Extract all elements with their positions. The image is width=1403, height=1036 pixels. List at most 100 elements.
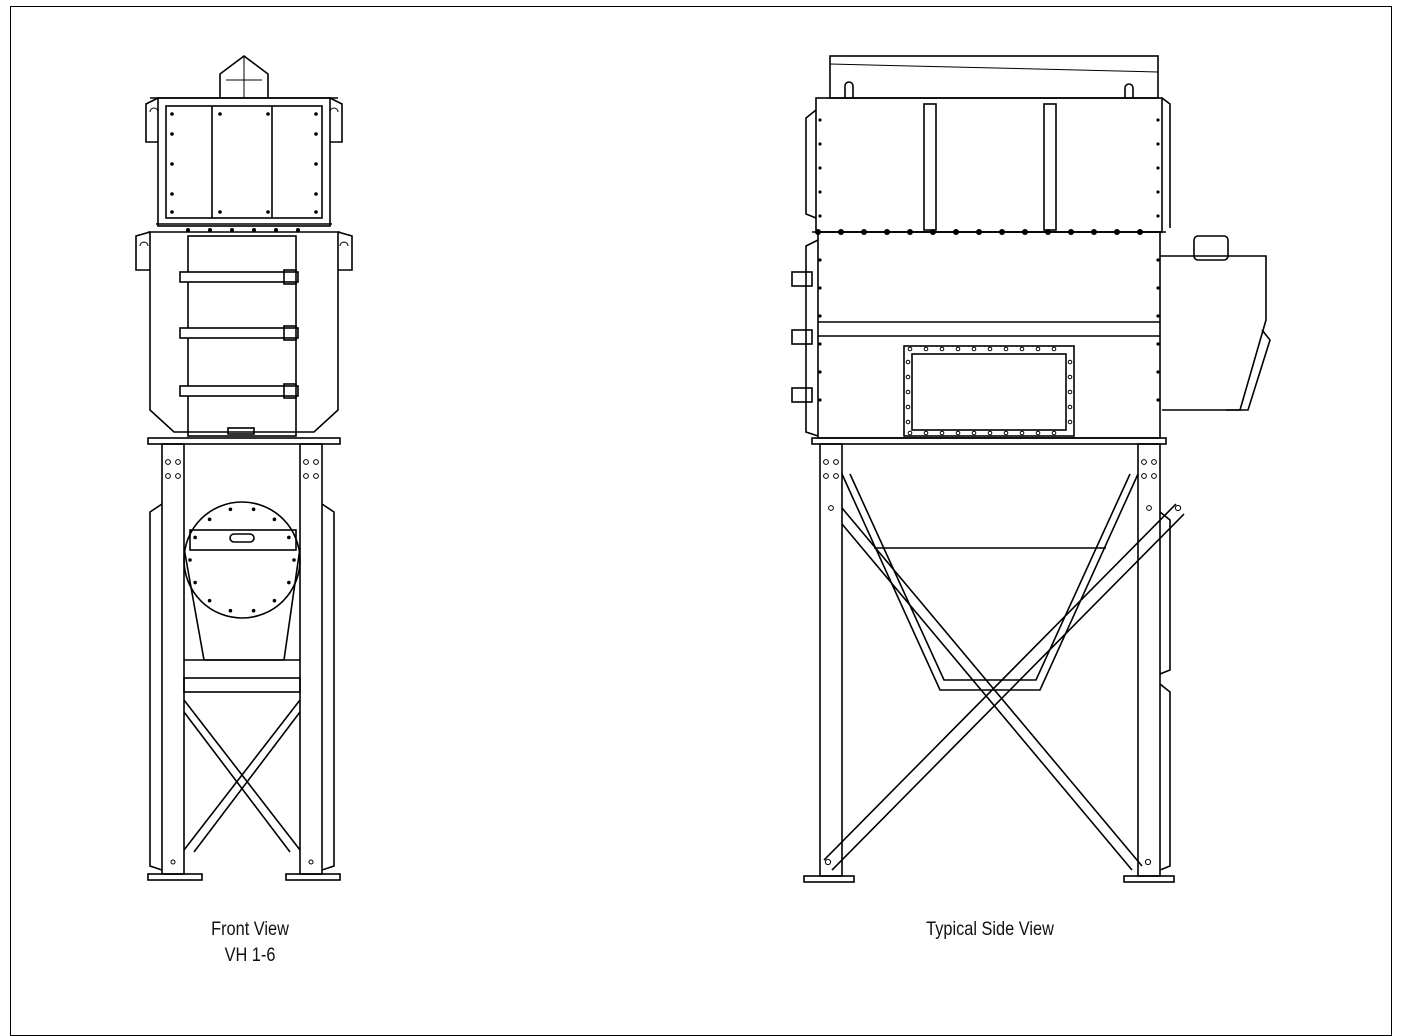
- rivet-dot: [1045, 229, 1051, 235]
- rivet-dot: [1156, 398, 1160, 402]
- rivet-dot: [1067, 374, 1073, 380]
- rivet-dot: [907, 430, 913, 436]
- rivet-dot: [287, 580, 291, 585]
- rivet-dot: [833, 459, 839, 465]
- rivet-dot: [296, 228, 300, 232]
- rivet-dot: [207, 517, 212, 522]
- rivet-dot: [252, 228, 256, 232]
- rivet-dot: [818, 286, 822, 290]
- rivet-dot: [824, 858, 832, 866]
- rivet-dot: [939, 430, 945, 436]
- side-roof: [829, 55, 1159, 99]
- front-view-caption-line1: Front View: [211, 919, 289, 940]
- rivet-dot: [218, 210, 222, 214]
- rivet-dot: [170, 162, 174, 166]
- rivet-dot: [1174, 504, 1182, 512]
- rivet-dot: [955, 346, 961, 352]
- rivet-dot: [1156, 314, 1160, 318]
- front-inlet-door: [183, 501, 301, 693]
- rivet-dot: [208, 228, 212, 232]
- rivet-dot: [314, 112, 318, 116]
- rivet-dot: [313, 459, 319, 465]
- rivet-dot: [905, 419, 911, 425]
- rivet-dot: [971, 346, 977, 352]
- rivet-dot: [274, 228, 278, 232]
- rivet-dot: [175, 473, 181, 479]
- rivet-dot: [1067, 419, 1073, 425]
- front-view-caption: Front View VH 1-6: [147, 917, 353, 969]
- front-view-caption-line2: VH 1-6: [224, 945, 276, 966]
- rivet-dot: [1151, 459, 1157, 465]
- rivet-dot: [923, 430, 929, 436]
- rivet-dot: [251, 507, 256, 512]
- rivet-dot: [1022, 229, 1028, 235]
- rivet-dot: [1156, 118, 1160, 122]
- rivet-dot: [955, 430, 961, 436]
- rivet-dot: [907, 229, 913, 235]
- rivet-dot: [1144, 858, 1152, 866]
- rivet-dot: [170, 210, 174, 214]
- front-cross-bracing: [183, 699, 301, 853]
- rivet-dot: [987, 346, 993, 352]
- rivet-dot: [976, 229, 982, 235]
- rivet-dot: [1035, 430, 1041, 436]
- rivet-dot: [287, 535, 291, 540]
- rivet-dot: [818, 142, 822, 146]
- rivet-dot: [905, 359, 911, 365]
- rivet-dot: [987, 430, 993, 436]
- rivet-dot: [170, 859, 176, 865]
- rivet-dot: [170, 112, 174, 116]
- side-view-caption: Typical Side View: [887, 917, 1093, 943]
- rivet-dot: [1156, 342, 1160, 346]
- rivet-dot: [953, 229, 959, 235]
- rivet-dot: [1156, 286, 1160, 290]
- rivet-dot: [193, 580, 197, 585]
- side-view-caption-line: Typical Side View: [926, 919, 1054, 940]
- rivet-dot: [818, 118, 822, 122]
- rivet-dot: [1137, 229, 1143, 235]
- rivet-dot: [1141, 473, 1147, 479]
- rivet-dot: [303, 459, 309, 465]
- rivet-dot: [314, 162, 318, 166]
- rivet-dot: [1156, 142, 1160, 146]
- rivet-dot: [905, 389, 911, 395]
- rivet-dot: [266, 210, 270, 214]
- rivet-dot: [1067, 404, 1073, 410]
- front-upper-housing: [145, 97, 343, 227]
- rivet-dot: [228, 507, 233, 512]
- rivet-dot: [818, 314, 822, 318]
- front-view-drawing: [135, 55, 353, 881]
- rivet-dot: [218, 112, 222, 116]
- rivet-dot: [939, 346, 945, 352]
- rivet-dot: [828, 505, 834, 511]
- rivet-dot: [818, 370, 822, 374]
- rivet-dot: [314, 132, 318, 136]
- rivet-dot: [1156, 214, 1160, 218]
- rivet-dot: [1156, 190, 1160, 194]
- side-legs: [803, 443, 1175, 883]
- rivet-dot: [818, 166, 822, 170]
- rivet-dot: [266, 112, 270, 116]
- rivet-dot: [923, 346, 929, 352]
- rivet-dot: [228, 608, 233, 613]
- rivet-dot: [207, 598, 212, 603]
- side-cross-bracing: [823, 503, 1185, 871]
- side-lower-housing: [791, 231, 1161, 439]
- rivet-dot: [292, 558, 296, 562]
- rivet-dot: [1114, 229, 1120, 235]
- rivet-dot: [1035, 346, 1041, 352]
- rivet-dot: [818, 214, 822, 218]
- rivet-dot: [314, 192, 318, 196]
- front-middle-housing: [149, 232, 339, 437]
- side-hopper: [841, 473, 1139, 691]
- rivet-dot: [815, 229, 821, 235]
- front-base-plate: [147, 437, 341, 445]
- rivet-dot: [823, 459, 829, 465]
- rivet-dot: [818, 398, 822, 402]
- side-blower: [1160, 235, 1271, 411]
- rivet-dot: [905, 404, 911, 410]
- rivet-dot: [1146, 505, 1152, 511]
- rivet-dot: [930, 229, 936, 235]
- rivet-dot: [1091, 229, 1097, 235]
